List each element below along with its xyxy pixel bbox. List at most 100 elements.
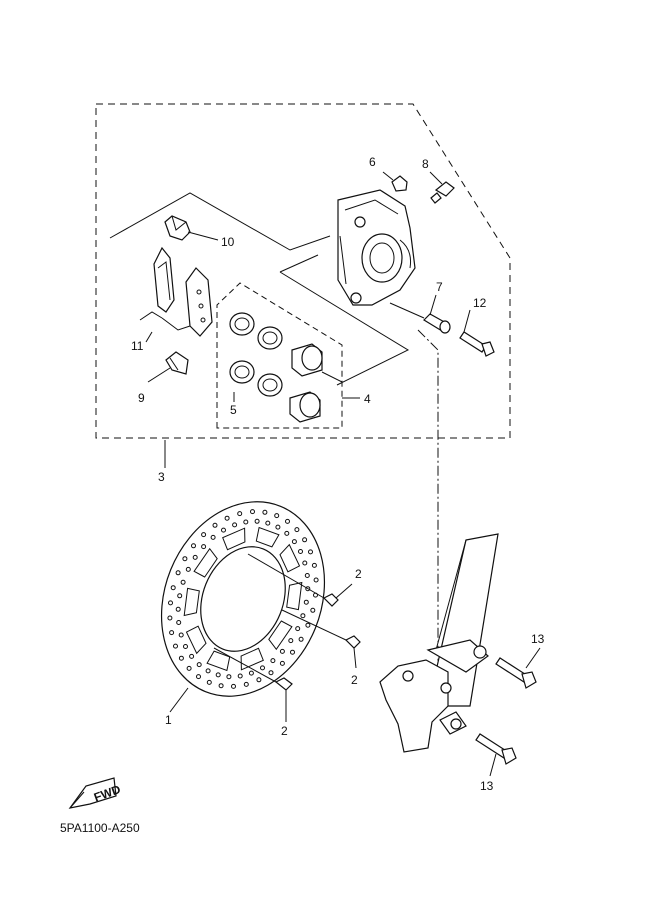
disc-hole	[221, 527, 226, 533]
piston-kit-outline	[279, 271, 410, 386]
diagram-code: 5PA1100-A250	[60, 821, 140, 835]
disc-slot	[193, 547, 218, 578]
disc-hole	[279, 648, 285, 654]
pad-kit-outline	[109, 192, 331, 251]
disc-hole	[175, 570, 181, 576]
fork-bolt-2	[475, 733, 517, 777]
disc-hole	[175, 606, 181, 612]
disc-hole	[250, 509, 255, 515]
disc-hole	[260, 665, 265, 671]
bleed-bolt	[382, 171, 408, 192]
disc-hole	[313, 577, 319, 583]
disc-hole	[303, 599, 309, 605]
disc-hole	[311, 562, 317, 568]
disc-hole	[192, 554, 198, 560]
disc-hole	[310, 607, 316, 613]
caliper-pin	[389, 294, 451, 334]
disc-hole	[262, 509, 268, 515]
disc-bolt-1	[247, 553, 353, 607]
disc-hole	[182, 556, 188, 562]
disc-hole	[308, 549, 313, 555]
disc-hole	[237, 673, 243, 679]
disc-hole	[169, 630, 175, 636]
disc-slot	[286, 581, 303, 611]
disc-hole	[304, 573, 310, 578]
callout-9: 9	[138, 391, 145, 405]
disc-hole	[185, 566, 191, 572]
bleed-screw	[429, 171, 455, 204]
disc-hole	[177, 593, 183, 599]
callout-2b: 2	[351, 673, 358, 687]
disc-hole	[284, 530, 290, 536]
piston-seals	[229, 312, 283, 397]
disc-hole	[212, 522, 218, 528]
disc-hole	[210, 534, 216, 540]
disc-slot	[268, 620, 293, 651]
disc-hole	[201, 544, 207, 550]
callout-1: 1	[165, 713, 172, 727]
callout-2c: 2	[281, 724, 288, 738]
disc-hole	[305, 586, 311, 592]
pad-kit-outline-2	[279, 254, 319, 273]
disc-hole	[243, 519, 249, 525]
disc-hole	[218, 683, 224, 689]
caliper-assembly-boundary	[95, 103, 511, 439]
disc-hole	[270, 658, 276, 664]
disc-bolt-2	[281, 609, 361, 669]
disc-hole	[300, 613, 306, 619]
disc-hole	[232, 522, 238, 528]
callout-13a: 13	[531, 632, 545, 646]
disc-hole	[248, 670, 254, 676]
disc-hole	[201, 532, 207, 538]
disc-hole	[294, 527, 300, 533]
disc-hole	[295, 626, 301, 632]
disc-hole	[231, 683, 236, 689]
disc-hole	[189, 653, 195, 659]
callout-5: 5	[230, 403, 237, 417]
callout-10: 10	[221, 235, 235, 249]
leader-lines	[145, 331, 360, 713]
callout-3: 3	[158, 470, 165, 484]
disc-hole	[275, 524, 281, 530]
disc-slot	[279, 543, 301, 573]
disc-hole	[254, 518, 260, 524]
callout-6: 6	[369, 155, 376, 169]
disc-hole	[224, 515, 230, 521]
disc-hole	[305, 622, 311, 628]
disc-hole	[176, 620, 182, 625]
callout-4: 4	[364, 392, 371, 406]
disc-hole	[291, 539, 297, 545]
disc-slot	[240, 647, 264, 671]
disc-hole	[196, 662, 202, 668]
disc-hole	[168, 600, 173, 606]
callout-7: 7	[436, 280, 443, 294]
disc-slot	[185, 625, 207, 655]
disc-hole	[265, 520, 271, 526]
brake-disc	[160, 501, 326, 697]
fork-bolt-1	[495, 647, 541, 689]
disc-hole	[183, 644, 188, 649]
disc-hole	[268, 670, 274, 676]
disc-hole	[274, 513, 280, 519]
disc-hole	[243, 681, 249, 687]
callout-12: 12	[473, 296, 487, 310]
disc-slot	[222, 527, 246, 551]
disc-slot	[206, 650, 231, 672]
fork-leg	[379, 533, 499, 753]
callout-2a: 2	[355, 567, 362, 581]
alignment-line	[417, 329, 439, 670]
disc-hole	[167, 615, 173, 621]
pad-spring	[164, 215, 219, 241]
disc-hole	[302, 560, 308, 566]
caliper-body	[337, 189, 416, 306]
disc-hole	[191, 543, 196, 549]
disc-hole	[173, 643, 178, 649]
disc-hole	[178, 655, 184, 661]
disc-hole	[205, 668, 211, 674]
disc-hole	[237, 511, 243, 517]
disc-bolt-3	[213, 647, 293, 722]
disc-hole	[256, 677, 262, 683]
disc-hole	[298, 549, 303, 554]
disc-hole	[170, 585, 176, 591]
